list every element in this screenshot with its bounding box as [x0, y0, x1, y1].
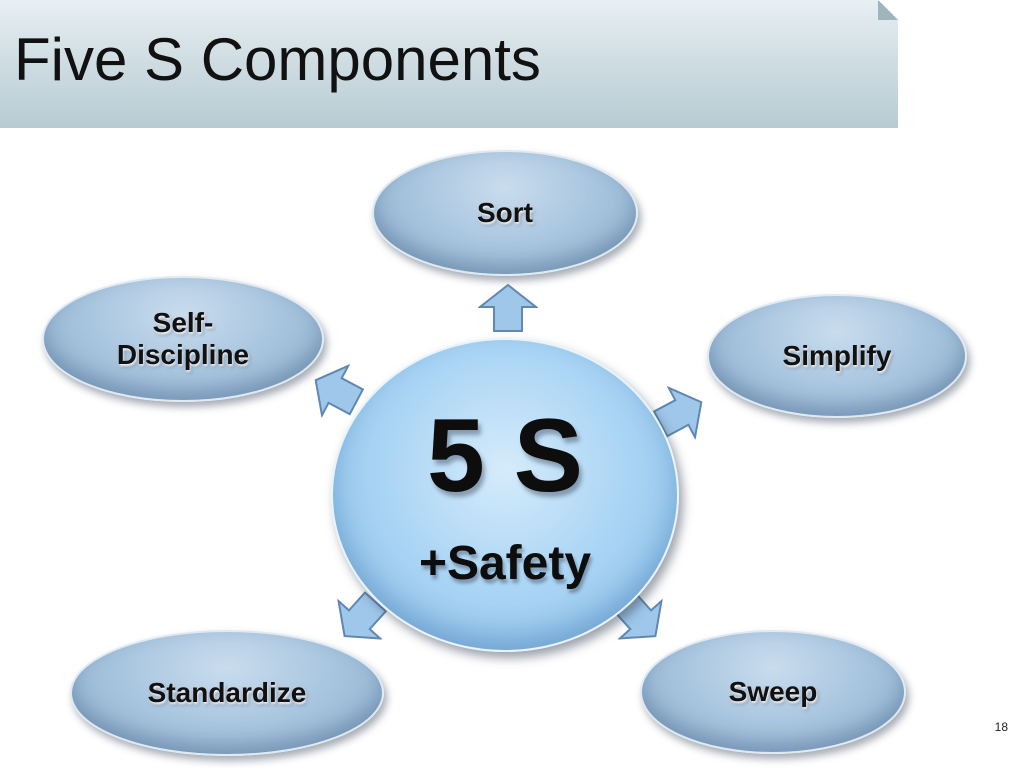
- center-main-label: 5 S: [426, 398, 584, 514]
- arrow-upper-left-icon: [314, 363, 365, 419]
- center-node: 5 S +Safety: [331, 338, 679, 652]
- page-title: Five S Components: [14, 26, 541, 93]
- node-self-discipline: Self- Discipline: [42, 276, 324, 402]
- node-simplify: Simplify: [707, 294, 967, 418]
- arrow-lower-left-icon: [337, 591, 388, 640]
- node-sweep: Sweep: [640, 630, 906, 754]
- node-sort-label: Sort: [477, 196, 533, 228]
- node-sort: Sort: [372, 150, 638, 276]
- slide-number: 18: [994, 720, 1008, 734]
- title-banner: Five S Components: [0, 0, 898, 128]
- node-simplify-label: Simplify: [782, 339, 892, 371]
- center-sub-label: +Safety: [418, 537, 592, 590]
- node-standardize-label: Standardize: [147, 676, 307, 708]
- arrow-upper-right-icon: [652, 385, 703, 441]
- node-self-discipline-label: Self- Discipline: [116, 306, 250, 370]
- arrow-up-icon: [478, 283, 538, 332]
- node-sweep-label: Sweep: [728, 675, 818, 707]
- node-standardize: Standardize: [70, 630, 384, 756]
